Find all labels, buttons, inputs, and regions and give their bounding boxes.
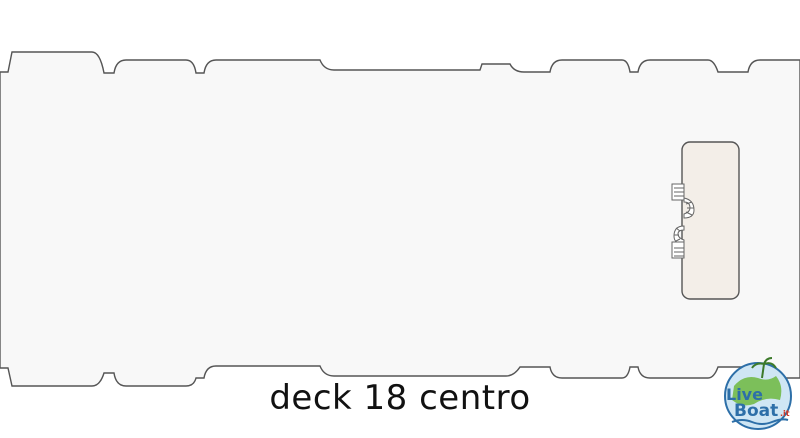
land-shape bbox=[732, 376, 782, 406]
wave-icon bbox=[731, 418, 789, 425]
deck-caption: deck 18 centro bbox=[269, 378, 531, 418]
structure-block bbox=[681, 141, 740, 300]
deck-outline bbox=[0, 51, 800, 387]
logo-text-boat: Boat bbox=[734, 401, 778, 421]
stair-upper bbox=[671, 183, 695, 219]
liveboat-logo[interactable]: Live Boat .it bbox=[718, 356, 798, 434]
palm-icon bbox=[751, 357, 777, 379]
logo-text-suffix: .it bbox=[780, 409, 790, 418]
stair-lower bbox=[671, 225, 685, 259]
logo-text-live: Live bbox=[726, 385, 763, 404]
